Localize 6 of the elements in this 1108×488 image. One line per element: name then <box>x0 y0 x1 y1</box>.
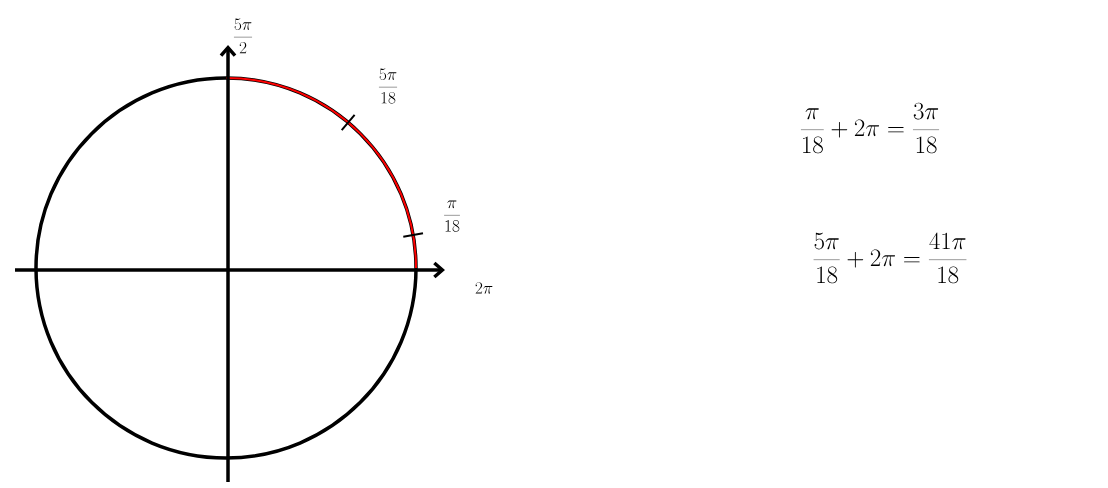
equation: $\frac{\pi}{18} + 2\pi = \frac{3\pi}{18}$ <box>800 102 940 154</box>
equation: $\frac{5\pi}{18} + 2\pi = \frac{41\pi}{18}$ <box>813 232 967 284</box>
angle-label: $\frac{5\pi}{18}$ <box>378 68 398 104</box>
angle-label: $\frac{5\pi}{2}$ <box>233 18 253 54</box>
angle-label: $2\pi$ <box>475 282 493 294</box>
angle-label: $\frac{\pi}{18}$ <box>444 200 460 232</box>
